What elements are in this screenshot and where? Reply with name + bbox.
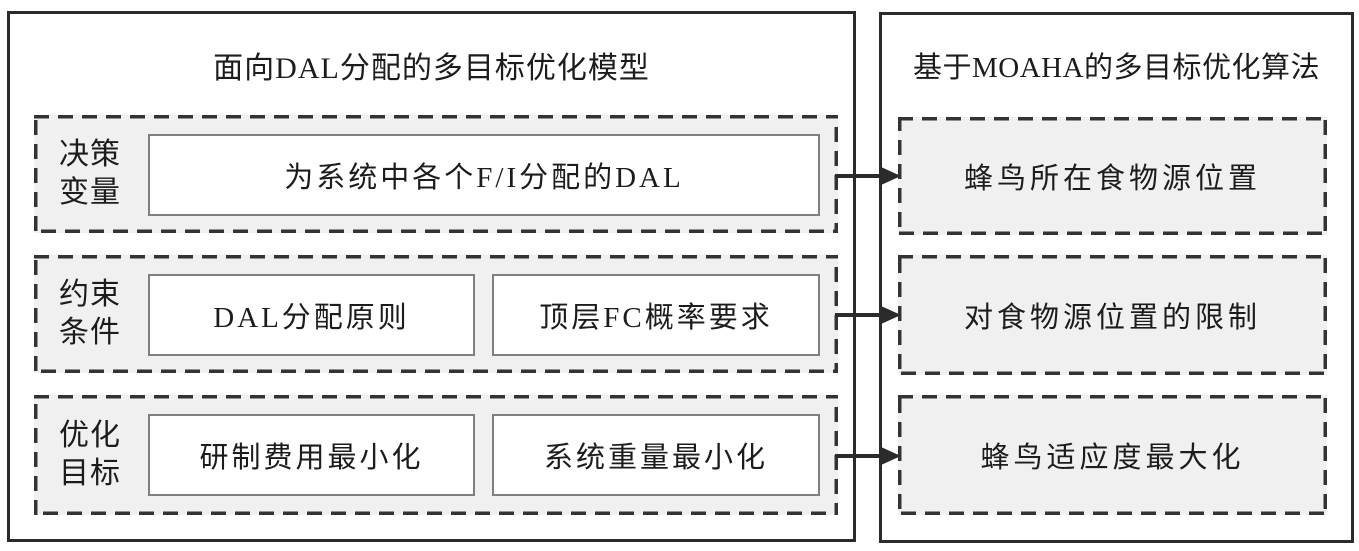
row-decision-variables: 决策 变量 为系统中各个F/I分配的DAL (34, 115, 838, 233)
row-label-line2: 变量 (59, 176, 121, 209)
left-panel-title: 面向DAL分配的多目标优化模型 (213, 51, 650, 85)
row-label-line1: 决策 (59, 138, 121, 171)
left-panel-optimization-model: 面向DAL分配的多目标优化模型 决策 变量 为系统中各个F/I分配的DAL 约束… (7, 11, 856, 542)
box-top-level-fc-probability: 顶层FC概率要求 (492, 274, 820, 356)
box-minimize-development-cost: 研制费用最小化 (148, 414, 475, 496)
box-hummingbird-food-source-position: 蜂鸟所在食物源位置 (898, 117, 1327, 235)
box-maximize-hummingbird-fitness: 蜂鸟适应度最大化 (898, 395, 1327, 515)
row-label-constraints: 约束 条件 (52, 255, 128, 373)
box-text: 对食物源位置的限制 (963, 302, 1261, 334)
flow-arrow-icon (835, 447, 901, 465)
box-text: 蜂鸟所在食物源位置 (963, 163, 1261, 195)
row-label-optimization-objectives: 优化 目标 (52, 395, 128, 515)
box-minimize-system-weight: 系统重量最小化 (492, 414, 820, 496)
row-label-line2: 条件 (59, 316, 121, 349)
row-optimization-objectives: 优化 目标 研制费用最小化 系统重量最小化 (34, 395, 838, 515)
row-label-line1: 约束 (59, 278, 121, 311)
flow-arrow-icon (835, 167, 901, 185)
row-label-line2: 目标 (59, 457, 121, 490)
row-constraints: 约束 条件 DAL分配原则 顶层FC概率要求 (34, 255, 838, 373)
right-panel-title: 基于MOAHA的多目标优化算法 (912, 52, 1321, 84)
flow-arrow-icon (835, 306, 901, 324)
box-dal-allocation-principles: DAL分配原则 (148, 274, 475, 356)
row-label-line1: 优化 (59, 419, 121, 452)
right-panel-moaha-algorithm: 基于MOAHA的多目标优化算法 蜂鸟所在食物源位置 对食物源位置的限制 蜂鸟适应… (879, 12, 1354, 543)
row-label-decision-variables: 决策 变量 (52, 115, 128, 233)
box-text: 蜂鸟适应度最大化 (980, 442, 1245, 474)
box-dal-assigned-to-fi: 为系统中各个F/I分配的DAL (148, 134, 820, 216)
box-food-source-position-limits: 对食物源位置的限制 (898, 255, 1327, 375)
